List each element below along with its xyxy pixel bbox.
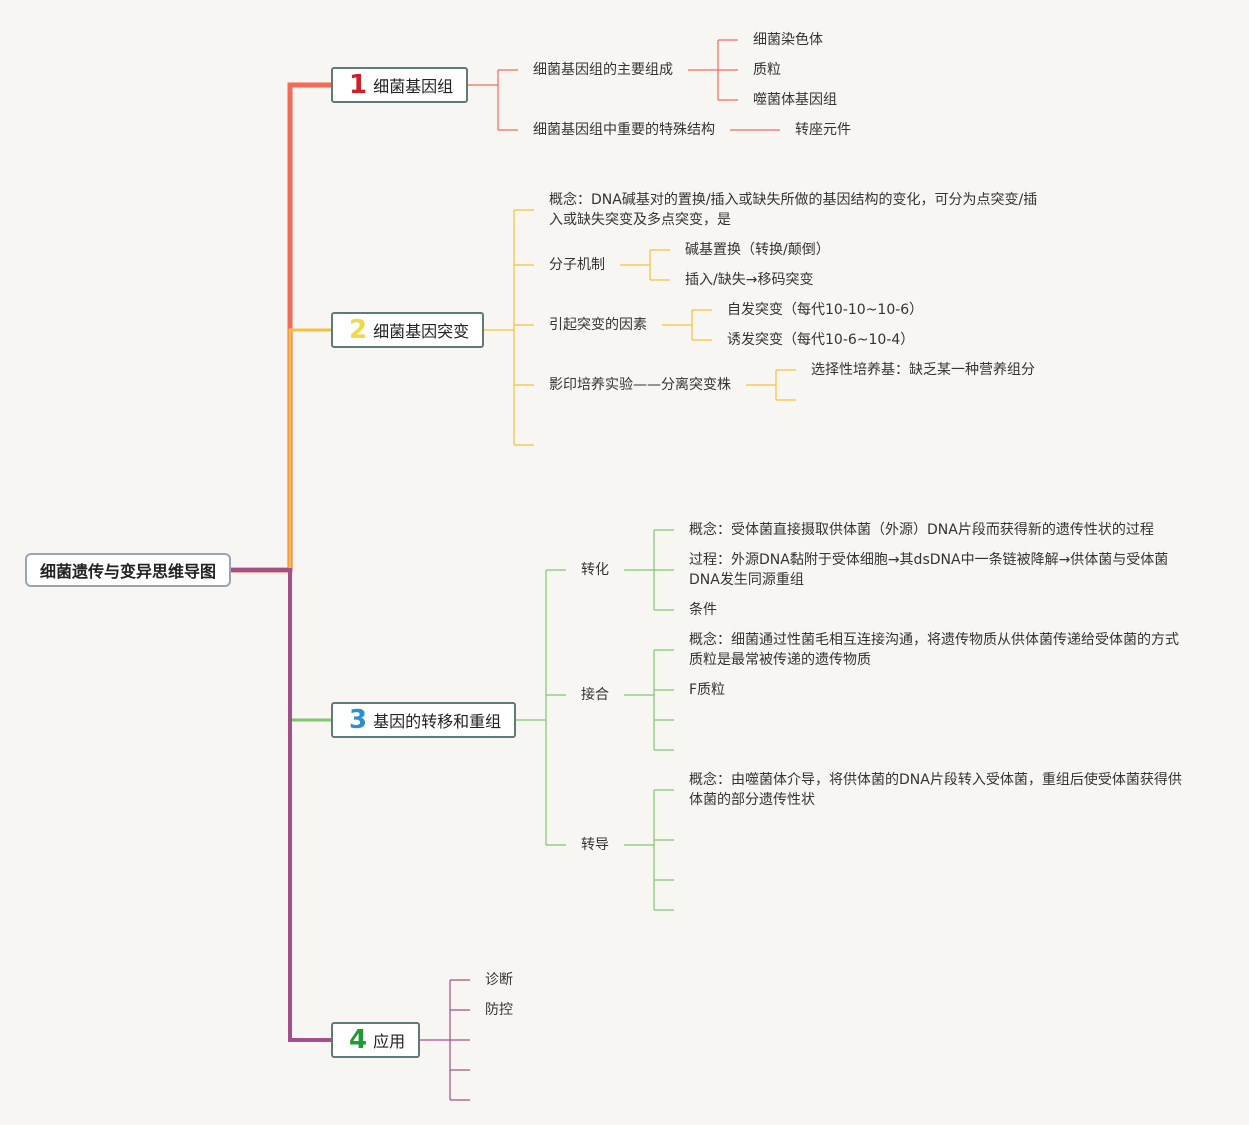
node-base-substitution[interactable]: 碱基置换（转换/颠倒） bbox=[685, 242, 830, 258]
topic-number-2: 2 bbox=[349, 315, 368, 345]
node-genome-composition[interactable]: 细菌基因组的主要组成 bbox=[533, 62, 673, 78]
node-phage-genome[interactable]: 噬菌体基因组 bbox=[753, 92, 837, 108]
node-induced-mutation[interactable]: 诱发突变（每代10-6~10-4） bbox=[727, 332, 915, 348]
branch-1-lines bbox=[468, 39, 780, 131]
node-diagnosis[interactable]: 诊断 bbox=[485, 972, 513, 988]
node-transformation-process[interactable]: 过程：外源DNA黏附于受体细胞→其dsDNA中一条链被降解→供体菌与受体菌DNA… bbox=[689, 552, 1169, 588]
node-plasmid[interactable]: 质粒 bbox=[753, 62, 781, 78]
topic-bacterial-genome[interactable]: 1 细菌基因组 bbox=[331, 67, 468, 103]
node-spontaneous-mutation[interactable]: 自发突变（每代10-10~10-6） bbox=[727, 302, 924, 318]
branch-2-lines bbox=[484, 209, 796, 446]
node-molecular-mechanism[interactable]: 分子机制 bbox=[549, 257, 605, 273]
topic-number-3: 3 bbox=[349, 705, 368, 735]
root-label: 细菌遗传与变异思维导图 bbox=[39, 562, 216, 581]
topic-application[interactable]: 4 应用 bbox=[331, 1022, 420, 1058]
topic-gene-mutation[interactable]: 2 细菌基因突变 bbox=[331, 312, 484, 348]
node-mutation-concept[interactable]: 概念：DNA碱基对的置换/插入或缺失所做的基因结构的变化，可分为点突变/插入或缺… bbox=[549, 192, 1038, 228]
topic-label: 细菌基因组 bbox=[373, 77, 454, 96]
topic-gene-transfer[interactable]: 3 基因的转移和重组 bbox=[331, 702, 516, 738]
trunk-branch-1 bbox=[231, 82, 331, 573]
trunk-branch-4 bbox=[231, 568, 331, 1042]
node-special-structure[interactable]: 细菌基因组中重要的特殊结构 bbox=[533, 122, 715, 138]
node-transformation-condition[interactable]: 条件 bbox=[689, 602, 717, 618]
trunk-branch-2 bbox=[231, 328, 331, 572]
node-f-plasmid[interactable]: F质粒 bbox=[689, 682, 726, 698]
node-conjugation-concept[interactable]: 概念：细菌通过性菌毛相互连接沟通，将遗传物质从供体菌传递给受体菌的方式质粒是最常… bbox=[689, 632, 1179, 668]
node-replica-plating[interactable]: 影印培养实验——分离突变株 bbox=[549, 377, 731, 393]
node-transformation-concept[interactable]: 概念：受体菌直接摄取供体菌（外源）DNA片段而获得新的遗传性状的过程 bbox=[689, 522, 1154, 538]
node-transduction[interactable]: 转导 bbox=[581, 837, 609, 853]
topic-label: 应用 bbox=[373, 1032, 406, 1051]
node-transformation[interactable]: 转化 bbox=[581, 562, 609, 578]
topic-number-1: 1 bbox=[349, 70, 368, 100]
node-chromosome[interactable]: 细菌染色体 bbox=[753, 32, 823, 48]
node-conjugation[interactable]: 接合 bbox=[581, 687, 609, 703]
branch-3-lines bbox=[516, 529, 674, 911]
node-transduction-concept[interactable]: 概念：由噬菌体介导，将供体菌的DNA片段转入受体菌，重组后使受体菌获得供体菌的部… bbox=[689, 772, 1182, 808]
node-frameshift[interactable]: 插入/缺失→移码突变 bbox=[685, 272, 814, 288]
node-selective-medium[interactable]: 选择性培养基：缺乏某一种营养组分 bbox=[811, 362, 1035, 378]
topic-label: 基因的转移和重组 bbox=[373, 712, 502, 731]
root-topic[interactable]: 细菌遗传与变异思维导图 bbox=[25, 553, 231, 587]
topic-number-4: 4 bbox=[349, 1025, 368, 1055]
node-mutation-factors[interactable]: 引起突变的因素 bbox=[549, 317, 647, 333]
node-transposon[interactable]: 转座元件 bbox=[795, 122, 851, 138]
branch-4-lines bbox=[420, 979, 470, 1101]
topic-label: 细菌基因突变 bbox=[373, 322, 470, 341]
node-prevention[interactable]: 防控 bbox=[485, 1002, 513, 1018]
trunk-branch-3 bbox=[231, 568, 331, 722]
